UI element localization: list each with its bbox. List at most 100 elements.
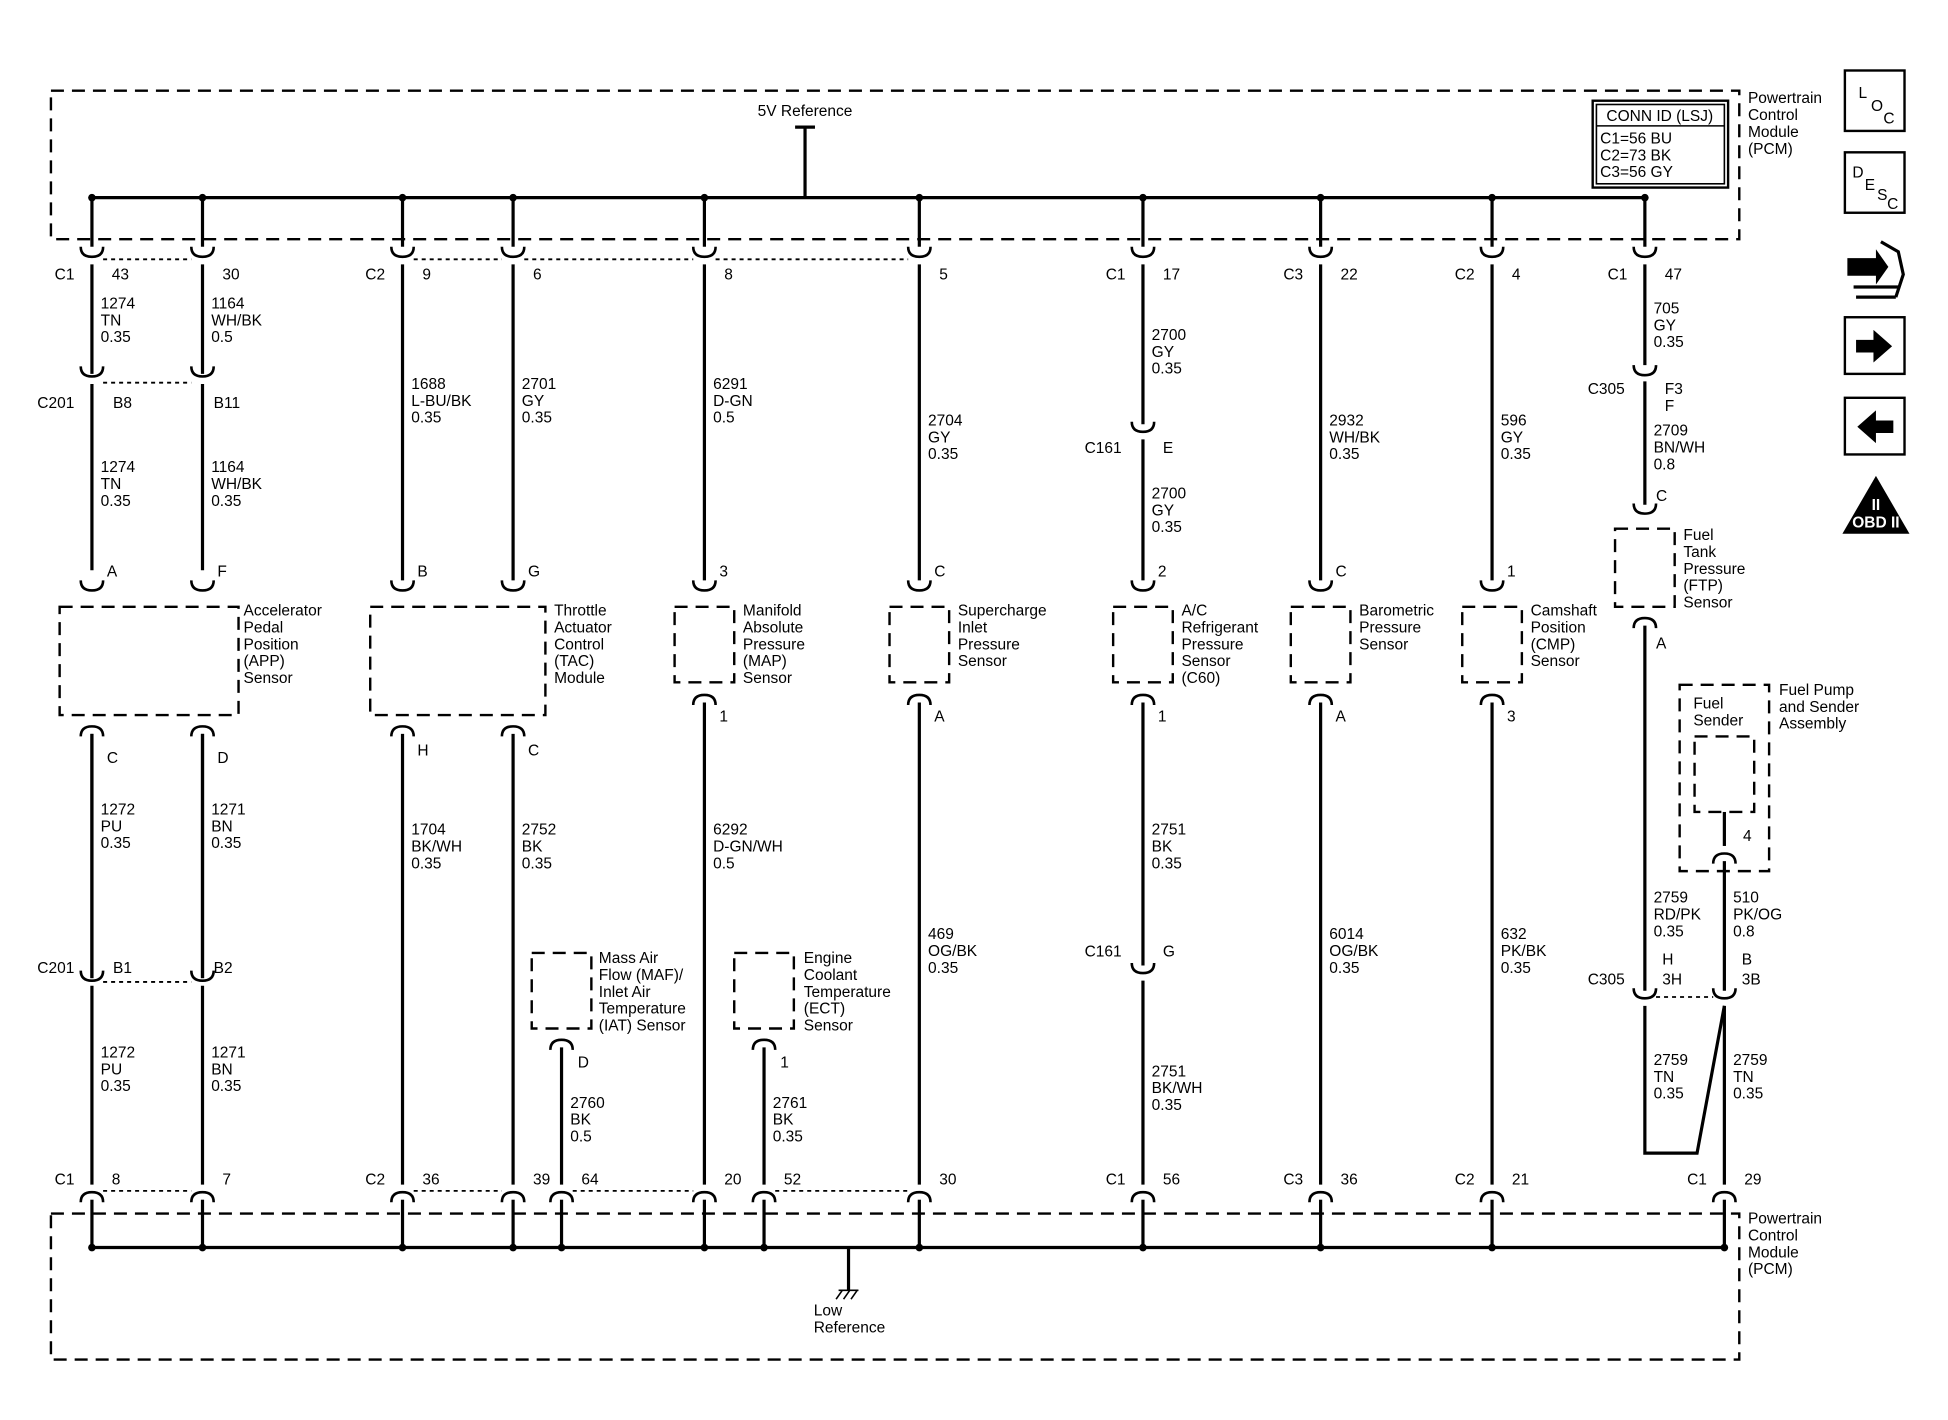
cmp-sensor-label: Sensor — [1531, 653, 1580, 670]
obd-ii-roman: II — [1872, 497, 1881, 514]
wire-label: 0.35 — [411, 855, 441, 872]
connector-pin — [1711, 852, 1737, 864]
sensor-pin: A — [934, 708, 945, 725]
wire-label: 2759 — [1654, 890, 1688, 907]
ac-refrigerant-sensor — [1111, 605, 1174, 684]
connector-pin — [1130, 580, 1156, 592]
wire-label: 1164 — [211, 295, 245, 312]
wire-label: BN — [211, 818, 233, 835]
connector-pin — [500, 580, 526, 592]
wire-label: 6292 — [713, 822, 747, 839]
wire-label: TN — [101, 312, 122, 329]
connector-pin — [1308, 246, 1334, 259]
wire-label: D-GN — [713, 393, 753, 410]
connector-pin — [500, 1190, 526, 1203]
top-pin-number: 47 — [1665, 266, 1682, 283]
wire-label: 632 — [1501, 926, 1527, 943]
wire-label: BK/WH — [1152, 1080, 1203, 1097]
inline-connector-c201: C201 — [37, 960, 74, 977]
inline-pin: F — [1665, 398, 1674, 415]
wire-label: 0.35 — [411, 410, 441, 427]
top-pin-number: 30 — [222, 266, 240, 283]
sensor-pin: 3 — [1507, 708, 1516, 725]
sensor-pin: 1 — [1507, 564, 1516, 581]
wire-label: WH/BK — [211, 312, 262, 329]
connector-pin — [1632, 616, 1658, 629]
wire-label: BK/WH — [411, 838, 462, 855]
schematic-link-icon — [1847, 249, 1889, 285]
wire-label: 0.35 — [773, 1129, 803, 1146]
supercharge-sensor — [888, 605, 951, 684]
low-ref-label: Reference — [814, 1319, 886, 1336]
wire-label: BN/WH — [1654, 439, 1706, 456]
connector-pin — [1308, 580, 1334, 592]
wire-label: 2759 — [1654, 1052, 1688, 1069]
connector-pin — [79, 246, 105, 259]
connector-pin — [906, 1190, 932, 1203]
connector-pin — [1479, 580, 1505, 592]
wire-label: 469 — [928, 926, 954, 943]
bottom-pin-connector: C3 — [1283, 1172, 1303, 1189]
conn-id-lines: C1=56 BU — [1600, 131, 1672, 148]
desc-icon-letter: S — [1877, 187, 1887, 204]
inline-pin: 3H — [1662, 971, 1682, 988]
wire-label: BN — [211, 1061, 233, 1078]
ftp-sensor — [1613, 527, 1676, 608]
arrow-right-icon — [1856, 329, 1893, 363]
wire-label: D-GN/WH — [713, 838, 783, 855]
baro-sensor-label: Pressure — [1359, 619, 1421, 636]
connector-pin — [906, 693, 932, 706]
connector-pin — [79, 970, 105, 982]
wire-label: L-BU/BK — [411, 393, 472, 410]
sensor-pin: C — [107, 750, 118, 767]
wire-label: 2751 — [1152, 1063, 1186, 1080]
connector-pin — [1479, 246, 1505, 259]
top-pin-number: 6 — [533, 266, 542, 283]
loc-icon — [1843, 69, 1906, 133]
wire-label: 0.35 — [522, 410, 552, 427]
loc-icon-letter: L — [1859, 85, 1868, 102]
wire-label: GY — [1501, 429, 1523, 446]
baro-sensor-label: Sensor — [1359, 636, 1408, 653]
arrow-left-icon — [1857, 410, 1894, 444]
ftp-sensor-label: Pressure — [1683, 561, 1745, 578]
connector-pin — [190, 725, 215, 737]
inline-pin: F3 — [1665, 381, 1683, 398]
connector-pin — [79, 725, 105, 737]
sensor-pin: B — [417, 564, 427, 581]
connector-pin — [751, 1190, 777, 1203]
maf-iat-label: (IAT) Sensor — [599, 1018, 686, 1035]
desc-icon-letter: D — [1852, 165, 1863, 182]
obd-ii-icon — [1842, 475, 1910, 534]
fuel-sender-label: Sender — [1693, 713, 1743, 730]
connector-pin — [1632, 364, 1658, 377]
top-pin-number: 43 — [112, 266, 129, 283]
ac-refrigerant-label: Pressure — [1181, 636, 1243, 653]
map-sensor-label: Sensor — [743, 670, 792, 687]
sensor-pin: G — [528, 564, 540, 581]
bottom-pin-number: 56 — [1163, 1172, 1180, 1189]
connector-pin — [1130, 421, 1156, 434]
wire-label: TN — [101, 476, 122, 493]
inline-pin: 3B — [1742, 971, 1761, 988]
wire-label: 0.35 — [1654, 334, 1684, 351]
pcm-bottom-label: Control — [1748, 1227, 1798, 1244]
ect-sensor-label: (ECT) — [804, 1001, 845, 1018]
connector-pin — [190, 580, 215, 592]
wire-label: OG/BK — [1329, 943, 1379, 960]
top-pin-number: 17 — [1163, 266, 1180, 283]
pcm-top-label: Control — [1748, 107, 1798, 124]
wire-label: 2760 — [570, 1095, 605, 1112]
connector-pin — [1479, 1190, 1505, 1203]
wire-label: 2700 — [1152, 327, 1187, 344]
connector-pin — [1130, 962, 1156, 975]
supercharge-sensor-label: Inlet — [958, 619, 988, 636]
sensor-pin: C — [528, 742, 539, 759]
wire-label: 2759 — [1733, 1052, 1767, 1069]
desc-icon-letter: C — [1887, 196, 1898, 213]
connector-pin — [190, 366, 215, 378]
connector-pin — [1130, 693, 1156, 706]
inline-pin: B11 — [214, 395, 240, 412]
wire-label: 0.35 — [101, 493, 131, 510]
wire-label: 2752 — [522, 822, 556, 839]
